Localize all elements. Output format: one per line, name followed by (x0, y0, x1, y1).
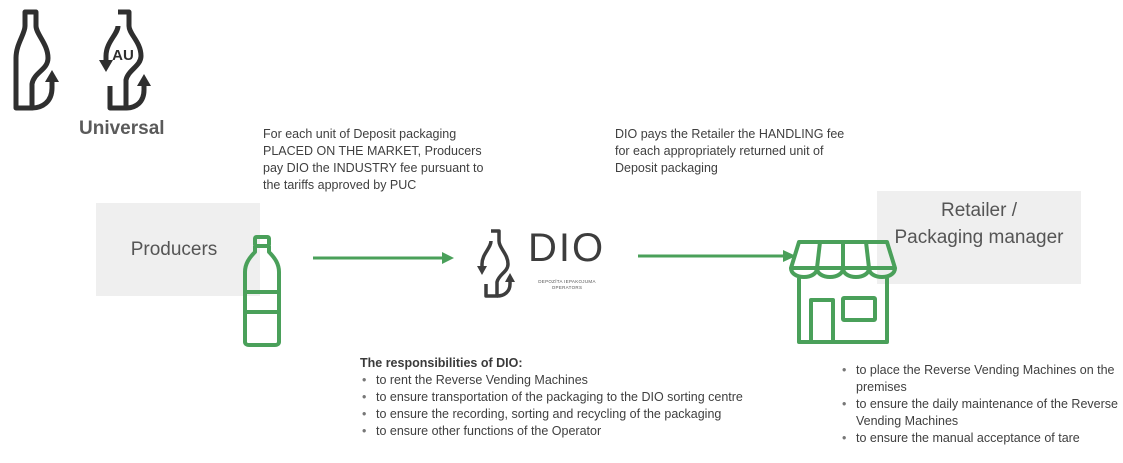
plastic-bottle-icon (243, 235, 281, 347)
responsibilities-list: to rent the Reverse Vending Machines to … (360, 372, 780, 440)
dio-handling-fee-note: DIO pays the Retailer the HANDLING fee f… (615, 127, 845, 175)
dio-logo-icon (477, 229, 515, 298)
bottle-badge-text: AU (112, 47, 134, 64)
producers-fee-note: For each unit of Deposit packaging PLACE… (263, 127, 484, 192)
list-item: to ensure the daily maintenance of the R… (840, 396, 1118, 430)
universal-label: Universal (79, 118, 165, 139)
list-item: to ensure the recording, sorting and rec… (360, 406, 780, 423)
list-item: to rent the Reverse Vending Machines (360, 372, 780, 389)
retailer-duties-list: to place the Reverse Vending Machines on… (840, 362, 1118, 447)
retailer-box: Retailer / Packaging manager (877, 191, 1081, 284)
responsibilities-title: The responsibilities of DIO: (360, 356, 523, 370)
retailer-duties: to place the Reverse Vending Machines on… (840, 362, 1118, 447)
list-item: to ensure transportation of the packagin… (360, 389, 776, 406)
producers-label: Producers (130, 238, 218, 260)
dio-responsibilities: The responsibilities of DIO: to rent the… (360, 355, 780, 440)
arrow-dio-to-retailer (638, 250, 796, 262)
retailer-label: Retailer / Packaging manager (877, 197, 1081, 251)
bottle-return-icon (13, 9, 59, 111)
arrow-producers-to-dio (313, 252, 454, 264)
retailer-label-line1: Retailer / (940, 200, 1018, 221)
shop-icon (789, 240, 897, 344)
dio-logo-subtitle-line2: OPERATORS (551, 285, 583, 290)
producers-box: Producers (96, 203, 260, 296)
bottle-au-icon: AU (99, 9, 151, 111)
list-item: to ensure the manual acceptance of tare (840, 430, 1118, 447)
dio-logo-subtitle: DEPOZĪTA IEPAKOJUMA OPERATORS (528, 279, 606, 291)
list-item: to ensure other functions of the Operato… (360, 423, 780, 440)
list-item: to place the Reverse Vending Machines on… (840, 362, 1118, 396)
retailer-label-line2: Packaging manager (894, 227, 1064, 248)
dio-logo-subtitle-line1: DEPOZĪTA IEPAKOJUMA (538, 279, 596, 284)
dio-logo-text: DIO (528, 226, 606, 270)
